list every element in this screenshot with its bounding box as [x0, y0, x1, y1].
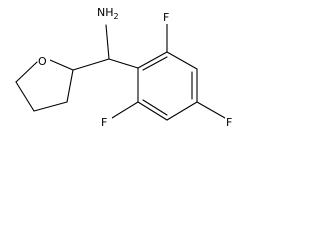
bond-ar2-ar3 — [166, 51, 198, 70]
linker-bonds — [72, 24, 139, 71]
bond-c2-o — [49, 59, 74, 71]
bond-c-f-bottom — [111, 101, 139, 119]
bond-ch-n — [105, 24, 110, 60]
bond-o-c5 — [15, 61, 38, 83]
bond-c5-c4 — [15, 81, 35, 112]
amine-label: NH2 — [97, 6, 119, 21]
bond-c4-c3 — [33, 101, 68, 112]
atom-labels: NH2 O F F F — [38, 3, 237, 129]
bond-c3-c2 — [66, 69, 74, 103]
trifluorophenyl-ring — [137, 51, 198, 121]
bond-c2-ch — [72, 58, 110, 71]
ring-oxygen-label: O — [38, 55, 47, 68]
fluorine-bottom-label: F — [101, 116, 107, 129]
double-bond-ar5-ar6 — [142, 99, 168, 116]
tetrahydrofuran-ring — [15, 59, 74, 112]
fluorine-right-label: F — [226, 116, 232, 129]
bond-ar5-ar6 — [137, 101, 168, 121]
bond-ar4-ar5 — [166, 101, 198, 121]
fluorine-bonds — [111, 23, 226, 119]
double-bond-ar1-ar2 — [142, 56, 168, 71]
bond-ch-aryl — [108, 58, 139, 69]
fluorine-top-label: F — [163, 11, 169, 24]
molecule-structure-diagram: NH2 O F F F — [15, 3, 237, 129]
bond-c-f-right — [196, 101, 226, 119]
bond-ar1-ar2 — [137, 51, 168, 69]
